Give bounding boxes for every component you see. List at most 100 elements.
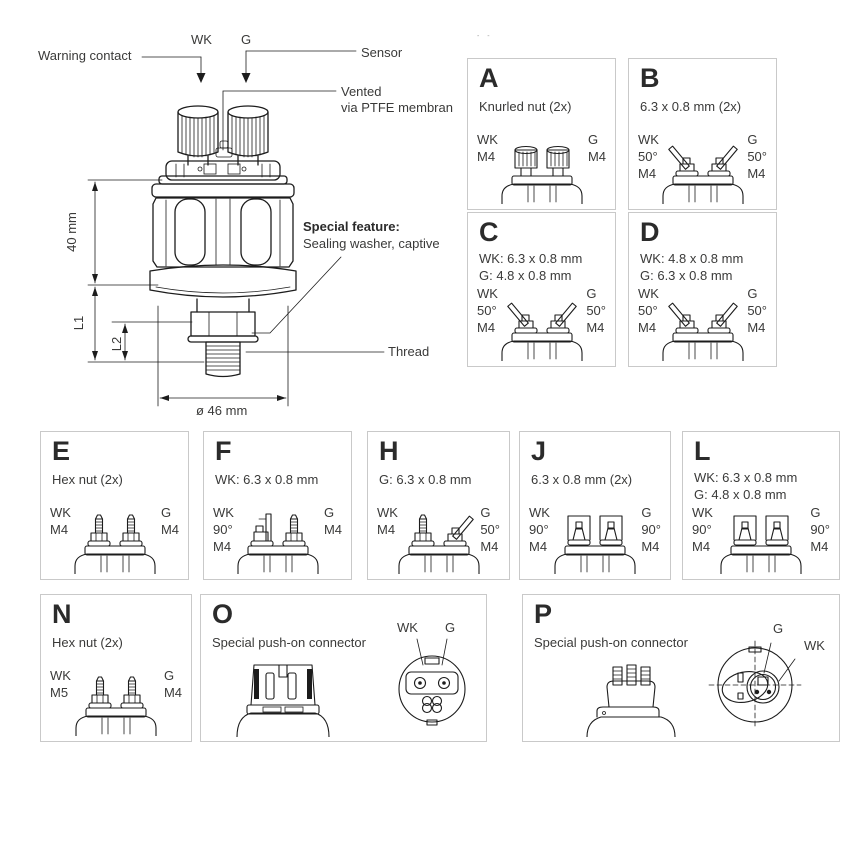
cap-band-lower [151,183,295,198]
knurled-nut-left [177,105,219,166]
dim-l2-label: L2 [108,336,124,352]
panel-letter: N [52,599,72,629]
thread-label: Thread [388,344,430,359]
stack-line: 50° [480,522,500,537]
panel-letter: H [379,436,399,466]
stack-line: M4 [638,320,657,335]
panel-L: L WK: 6.3 x 0.8 mm G: 4.8 x 0.8 mm WK 90… [682,431,840,580]
wk-label-stack: WK 50° M4 [638,285,659,336]
panel-subtitle: Hex nut (2x) [52,635,123,650]
stack-line: WK [477,286,498,301]
panel-letter: C [479,217,499,247]
panel-letter: D [640,217,660,247]
stack-line: 90° [810,522,830,537]
panel-A: A Knurled nut (2x) WK M4 G M4 [467,58,616,210]
stack-line: M4 [587,149,606,164]
wk-label-stack: WK 50° M4 [477,285,498,336]
warning-contact-label: Warning contact [38,48,132,63]
panel-B: B 6.3 x 0.8 mm (2x) WK 50° M4 G 50° M4 [628,58,777,210]
wk-label-stack: WK M4 [377,504,398,538]
stack-line: G [810,505,821,520]
panel-subtitle: WK: 6.3 x 0.8 mm [479,251,583,266]
blade-90deg-and-stud-drawing [236,513,319,574]
panel-letter: O [212,599,234,629]
stack-line: M4 [692,539,711,554]
panel-subtitle: 6.3 x 0.8 mm (2x) [531,472,633,487]
panel-subtitle: WK: 6.3 x 0.8 mm [694,470,798,485]
panel-O: O Special push-on connector WK G [200,594,487,742]
stack-line: 50° [638,149,658,164]
stack-line: WK [529,505,550,520]
panel-letter: P [534,599,553,629]
hex-nut-stud-drawing [73,514,156,574]
stack-line: M5 [50,685,69,700]
stack-line: WK [50,505,71,520]
panel-C: C WK: 6.3 x 0.8 mm G: 4.8 x 0.8 mm WK 50… [467,212,616,367]
g-label-stack: G M4 [588,131,606,165]
vented-leader [222,90,337,151]
wk-label-stack: WK M4 [50,504,71,538]
dim-40mm-label: 40 mm [63,212,79,252]
stack-line: M4 [163,685,182,700]
cropped-text-artifact: - - [477,33,493,40]
diameter-extension-lines [157,305,289,407]
stack-line: WK [477,132,498,147]
stack-line: G [747,132,758,147]
stack-line: 50° [747,303,767,318]
panel-letter: A [479,63,499,93]
stack-line: G [641,505,652,520]
stack-line: G [587,132,599,147]
panel-letter: J [531,436,547,466]
stack-line: M4 [477,149,496,164]
stack-line: M4 [747,320,766,335]
stack-line: G [160,505,172,520]
g-label-stack: G 90° M4 [641,504,661,555]
panel-letter: L [694,436,711,466]
g-label-stack: G 50° M4 [747,285,767,336]
knurled-nut-right [227,105,269,166]
vented-label-line1: Vented [341,84,382,99]
vented-label-line2: via PTFE membran [341,100,453,115]
panel-subtitle-2: G: 6.3 x 0.8 mm [640,268,733,283]
wk-label-stack: WK 90° M4 [213,504,234,555]
panel-subtitle: WK: 4.8 x 0.8 mm [640,251,744,266]
flange [149,264,297,298]
g-label-stack: G 50° M4 [480,504,500,555]
panel-subtitle-2: G: 4.8 x 0.8 mm [694,487,787,502]
stack-line: M4 [586,320,605,335]
g-label-stack: G M4 [161,504,179,538]
panel-E: E Hex nut (2x) WK M4 G M4 [40,431,189,580]
vent-detail [215,140,233,158]
wk-label-stack: WK 90° M4 [692,504,713,555]
stack-line: G [163,668,175,683]
panel-J: J 6.3 x 0.8 mm (2x) WK 90° M4 G 90° M4 [519,431,671,580]
panel-letter: F [215,436,232,466]
hex-and-washer [187,298,259,343]
panel-F: F WK: 6.3 x 0.8 mm WK 90° M4 G M4 [203,431,352,580]
blade-50deg-drawing [500,302,583,361]
panel-N: N Hex nut (2x) WK M5 G M4 [40,594,192,742]
terminal-plate [165,160,281,181]
wk-terminal-label: WK [191,32,212,47]
stud-and-blade-50deg-drawing [397,514,480,574]
blade-90deg-pair-drawing [720,515,802,574]
stack-line: WK [692,505,713,520]
sensor-body [152,197,294,268]
wk-label-stack: WK 50° M4 [638,131,659,182]
push-on-connector-side-view [586,664,676,737]
stack-line: M4 [529,539,548,554]
panel-P: P Special push-on connector G WK [522,594,840,742]
stack-line: M4 [638,166,657,181]
stack-line: M4 [480,539,499,554]
special-feature-leader [251,256,342,334]
panel-subtitle: 6.3 x 0.8 mm (2x) [640,99,742,114]
panel-subtitle: G: 6.3 x 0.8 mm [379,472,472,487]
blade-90deg-pair-drawing [554,515,636,574]
stack-line: M4 [50,522,69,537]
blade-50deg-drawing [661,145,744,204]
push-on-connector-top-view [708,640,802,730]
panel-letter: E [52,436,71,466]
stack-line: 90° [641,522,661,537]
knurled-nut-drawing [500,145,583,204]
